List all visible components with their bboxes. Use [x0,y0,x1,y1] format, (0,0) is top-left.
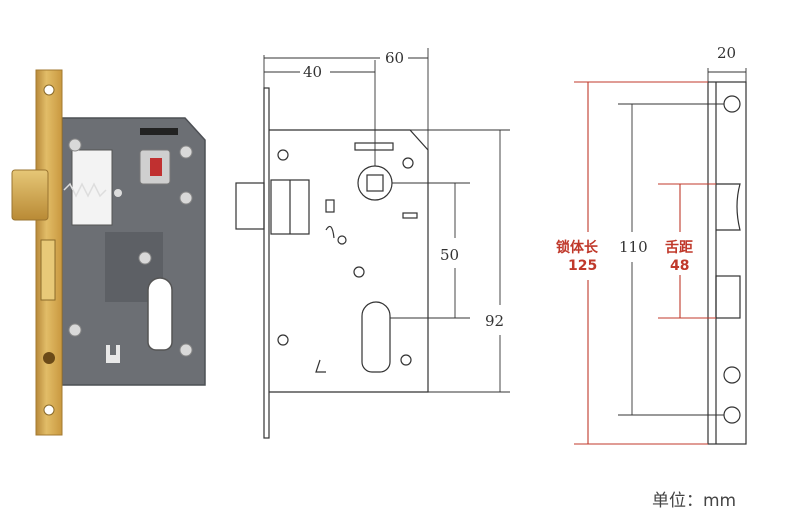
top-slot [140,128,178,135]
lock-photo [11,69,206,436]
front-small-curve [325,225,335,239]
side-screw-hole [723,95,741,113]
side-latch-opening [716,183,741,231]
front-small-hole [337,235,347,245]
side-view-drawing [707,81,747,445]
dim-label-60: 60 [385,49,404,67]
dim-label-92: 92 [485,312,504,330]
front-small-slot [402,212,418,219]
dim-label-20: 20 [717,44,736,62]
cylinder-hole [147,277,173,351]
front-cylinder-hole [361,301,391,373]
screw-icon [179,343,193,357]
front-screw-hole [353,266,365,278]
front-small-slot [325,199,335,213]
screw-icon [68,323,82,337]
small-hole [114,189,122,197]
side-deadbolt-opening [715,275,741,319]
body-length-label: 锁体长 [556,239,599,256]
screw-icon [68,138,82,152]
front-screw-hole [400,354,412,366]
front-screw-hole [402,157,414,169]
latch-tongue [11,169,49,221]
front-dimension-lines [263,48,510,393]
front-top-slot [354,142,394,151]
front-faceplate [263,87,270,439]
front-notch [315,359,326,373]
spring [63,182,107,198]
tongue-distance-value: 48 [670,258,689,274]
front-screw-hole [277,334,289,346]
deadbolt-face [40,239,56,301]
faceplate-hole [43,352,55,364]
spindle-square [150,158,162,176]
side-dimension-lines [618,68,747,416]
screw-icon [138,251,152,265]
front-screw-hole [277,149,289,161]
side-faceplate [707,81,747,445]
body-length-value: 125 [568,258,597,274]
screw-icon [179,145,193,159]
dim-label-50: 50 [440,246,459,264]
faceplate-screw-hole [43,84,55,96]
small-notch [106,345,120,363]
front-latch [235,182,265,230]
front-spindle-square [366,174,384,192]
dim-label-40: 40 [303,63,322,81]
front-body-outline [269,129,429,393]
front-view-drawing [235,87,429,439]
side-screw-hole [723,366,741,384]
dim-label-110: 110 [619,238,648,256]
faceplate-screw-hole [43,404,55,416]
screw-icon [179,191,193,205]
red-dimension-lines [574,81,716,445]
unit-label: 单位：mm [652,491,737,511]
tongue-distance-label: 舌距 [665,239,693,256]
front-spindle-circle [357,165,393,201]
side-screw-hole [723,406,741,424]
